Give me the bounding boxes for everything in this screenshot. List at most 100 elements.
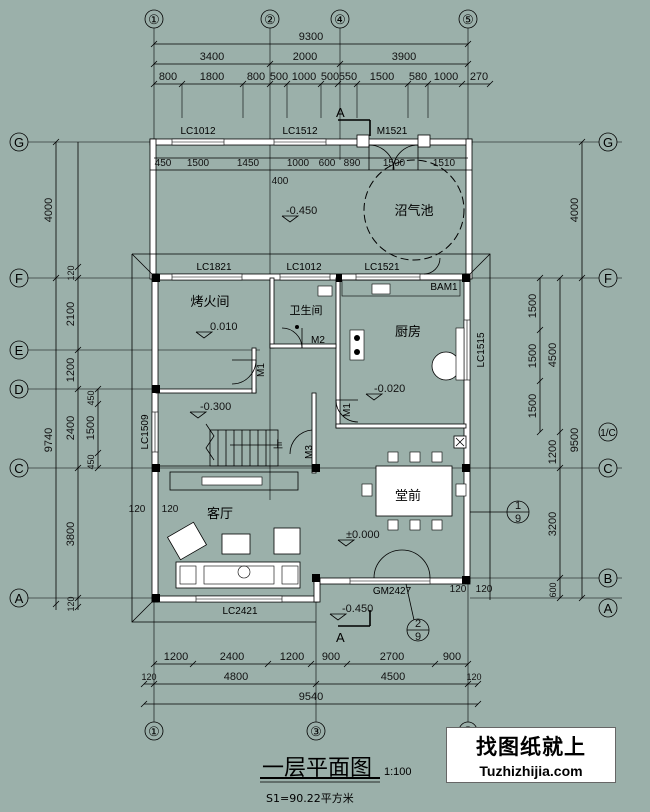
dim-right-4500: 4500	[547, 343, 559, 367]
label-m1521: M1521	[377, 126, 408, 137]
detail-2-den: 9	[415, 631, 421, 643]
window-symbols	[151, 273, 471, 603]
dim-in-4: 600	[319, 158, 336, 169]
detail-2-num: 2	[415, 618, 421, 630]
top-dimensions: 9300 3400 2000 3900 800 1800 800 500 100…	[150, 31, 494, 118]
label-m3: M3	[304, 445, 315, 459]
dim-in-6: 1500	[383, 158, 406, 169]
dim-misc-0: 120	[129, 504, 146, 515]
stair	[156, 423, 312, 467]
dim-top-total: 9300	[299, 31, 323, 43]
dim-right-4000: 4000	[569, 198, 581, 222]
dim-top-r2-3: 500	[270, 71, 288, 83]
dim-top-r2-6: 550	[339, 71, 357, 83]
label-lc1515: LC1515	[476, 332, 487, 367]
label-bam1: BAM1	[430, 282, 458, 293]
dim-left-120a: 120	[66, 265, 76, 280]
axis-bubbles-top: ① ② ④ ⑤	[144, 9, 478, 29]
dim-right-1500b: 1500	[527, 344, 539, 368]
dim-top-r2-5: 500	[321, 71, 339, 83]
dim-top-r2-10: 270	[470, 71, 488, 83]
kitchen-fixtures	[341, 279, 467, 449]
level-entry: -0.450	[342, 603, 373, 615]
plan-area: S1=90.22平方米	[266, 792, 354, 805]
label-m1: M1	[256, 363, 267, 377]
room-wc: 卫生间	[290, 303, 323, 317]
dim-top-r1-0: 3400	[200, 51, 224, 63]
dim-bot-r1-2: 1200	[280, 651, 304, 663]
axis-left-g: G	[14, 135, 24, 150]
level-hall: ±0.000	[346, 529, 380, 541]
axis-left-c: C	[14, 461, 23, 476]
biogas-tank-outline	[363, 159, 465, 261]
main-walls	[151, 273, 471, 603]
axis-bubbles-left: G F E D C A	[9, 132, 29, 608]
dim-bot-total: 9540	[299, 691, 323, 703]
dim-left-2100: 2100	[65, 302, 77, 326]
living-furniture	[166, 471, 301, 589]
room-biogas: 沼气池	[394, 203, 433, 219]
stair-up-label: 上	[273, 439, 283, 451]
room-bake: 烤火间	[190, 295, 229, 310]
level-stair: -0.300	[200, 401, 231, 413]
dining-table	[361, 451, 467, 531]
label-lc1821: LC1821	[196, 262, 231, 273]
dim-bot-r2-2: 4500	[381, 671, 405, 683]
section-mark-bottom: A	[336, 630, 345, 645]
dim-right-600: 600	[548, 582, 558, 597]
detail-1-num: 1	[515, 500, 521, 512]
label-lc1012-mid: LC1012	[286, 262, 321, 273]
dim-bot-r1-3: 900	[322, 651, 340, 663]
dim-left-1200: 1200	[65, 358, 77, 382]
detail-index-2: 2 9	[405, 583, 430, 643]
dim-left-450b: 450	[86, 454, 96, 469]
label-m2: M2	[311, 335, 325, 346]
dim-misc-1: 120	[162, 504, 179, 515]
right-dimensions: 4000 9500 4500 1200 3200 600 1500 1500 1…	[527, 138, 586, 602]
dim-bot-r1-0: 1200	[164, 651, 188, 663]
dim-left-1500: 1500	[85, 416, 97, 440]
axis-bubbles-right: G F 1/C C B A	[598, 132, 618, 618]
axis-left-f: F	[15, 271, 23, 286]
dim-bot-r1-5: 900	[443, 651, 461, 663]
axis-top-2: ②	[264, 12, 276, 27]
axis-left-d: D	[14, 382, 23, 397]
wc-fixtures	[295, 285, 333, 329]
section-mark-top: A	[336, 105, 345, 120]
level-yard: -0.450	[286, 205, 317, 217]
axis-top-4: ④	[334, 12, 346, 27]
room-kitchen: 厨房	[395, 324, 421, 340]
plan-title: 一层平面图	[262, 756, 373, 781]
dim-400: 400	[272, 176, 289, 187]
axis-right-b: B	[604, 571, 613, 586]
dim-top-r2-2: 800	[247, 71, 265, 83]
dim-left-2400: 2400	[65, 416, 77, 440]
dim-top-r2-7: 1500	[370, 71, 394, 83]
dim-left-120b: 120	[66, 596, 76, 611]
dim-in-3: 1000	[287, 158, 310, 169]
label-gm2427: GM2427	[373, 586, 412, 597]
dim-top-r2-0: 800	[159, 71, 177, 83]
dim-in-7: 1510	[433, 158, 456, 169]
axis-bottom-1: ①	[148, 724, 160, 739]
dim-top-r2-1: 1800	[200, 71, 224, 83]
label-lc2421: LC2421	[222, 606, 257, 617]
axis-right-1c: 1/C	[600, 428, 616, 439]
dim-left-4000: 4000	[43, 198, 55, 222]
dim-top-r2-9: 1000	[434, 71, 458, 83]
axis-right-f: F	[604, 271, 612, 286]
axis-top-5: ⑤	[462, 12, 474, 27]
dim-top-r1-1: 2000	[293, 51, 317, 63]
bottom-dimensions: 1200 2400 1200 900 2700 900 120 4800 450…	[140, 651, 482, 708]
dim-in-5: 890	[344, 158, 361, 169]
brand-url: Tuzhizhijia.com	[479, 763, 583, 779]
roof-outline	[131, 253, 491, 623]
dim-right-1500a: 1500	[527, 294, 539, 318]
dim-top-r1-2: 3900	[392, 51, 416, 63]
axis-right-g: G	[603, 135, 613, 150]
dim-bot-r2-3: 120	[466, 672, 481, 682]
dim-bot-r2-1: 4800	[224, 671, 248, 683]
level-bake: 0.010	[210, 321, 238, 333]
axis-right-a: A	[604, 601, 613, 616]
